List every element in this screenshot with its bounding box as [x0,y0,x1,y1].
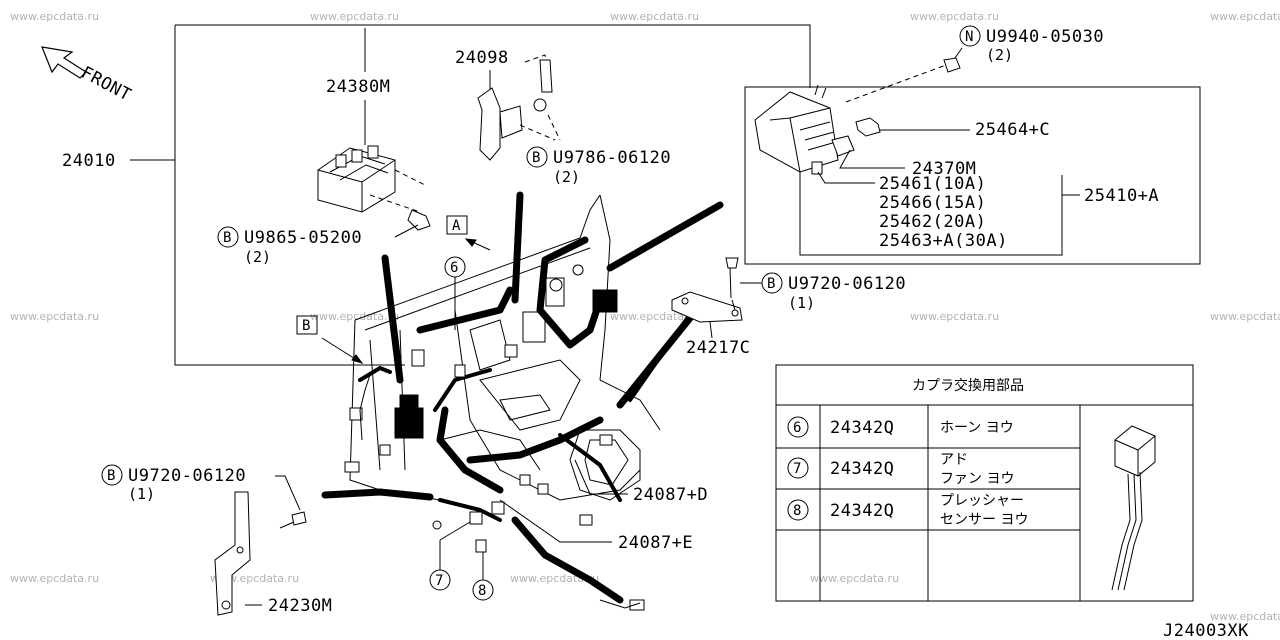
row-description-line2: ファン ヨウ [940,471,1014,487]
harness-assembly-frame: 24010 [62,24,811,366]
view-marker-b: B [296,315,364,364]
table-title: カプラ交換用部品 [912,377,1024,394]
quantity-U9940: (2) [986,46,1013,64]
coupler-replacement-table: カプラ交換用部品 6 24342Q ホーン ヨウ 7 24342Q アド ファン… [775,364,1194,602]
watermark: www.epcdata.ru [10,310,99,323]
table-row: 7 24342Q アド ファン ヨウ [787,452,1014,487]
part-label-U9865-05200: U9865-05200 [244,228,362,248]
part-callout-24087D: 24087+D [574,459,708,505]
part-label-24217C: 24217C [686,338,750,358]
view-marker-a-label: A [452,218,461,234]
callout-6-label: 6 [450,260,458,276]
watermark: www.epcdata.ru [610,10,699,23]
watermark-layer: www.epcdata.ru www.epcdata.ru www.epcdat… [10,10,1280,623]
part-label-24010: 24010 [62,151,116,171]
row-number: 7 [793,461,801,477]
bolt-prefix: B [767,276,775,292]
part-label-24087D: 24087+D [633,485,708,505]
row-number: 6 [793,420,801,436]
harness-connectors [344,264,645,611]
coupler-illustration [1111,425,1156,591]
quantity-U9786: (2) [553,168,580,186]
table-row: 8 24342Q プレッシャー センサー ヨウ [787,493,1028,528]
row-part-number: 24342Q [830,418,894,438]
view-marker-a: A [446,215,491,251]
front-direction-arrow: FRONT [41,46,135,106]
watermark: www.epcdata.ru [610,310,699,323]
view-marker-b-label: B [302,318,310,334]
bolt-callout-U9720-left: B U9720-06120 (1) [101,464,307,529]
callout-6: 6 [444,256,466,330]
bolt-callout-U9720-right: B U9720-06120 (1) [725,257,906,312]
nut-callout-U9940: N U9940-05030 (2) [959,25,1104,64]
part-label-25410A: 25410+A [1084,186,1159,206]
part-label-25462-20A: 25462(20A) [879,212,986,232]
watermark: www.epcdata.ru [910,310,999,323]
row-description: プレッシャー [940,493,1024,509]
row-part-number: 24342Q [830,501,894,521]
row-description: アド [940,452,968,468]
part-label-24087E: 24087+E [618,533,693,553]
quantity-U9865: (2) [244,248,271,266]
part-label-24380M: 24380M [326,77,390,97]
watermark: www.epcdata.ru [810,572,899,585]
watermark: www.epcdata.ru [1210,310,1280,323]
part-label-25461-10A: 25461(10A) [879,174,986,194]
row-part-number: 24342Q [830,459,894,479]
watermark: www.epcdata.ru [310,310,399,323]
bolt-prefix: B [223,230,231,246]
part-label-25464C: 25464+C [975,120,1050,140]
quantity-U9720-left: (1) [128,485,155,503]
part-label-U9786-06120: U9786-06120 [553,148,671,168]
bracket-24098: 24098 [455,48,561,161]
front-label: FRONT [78,63,135,106]
nut-prefix: N [965,29,973,45]
bracket-24230M: 24230M [214,491,332,616]
relay-bracket-24380M: 24380M [317,28,431,231]
part-label-25463A-30A: 25463+A(30A) [879,231,1008,251]
part-callout-24087E: 24087+E [499,499,693,553]
callout-8: 8 [472,552,494,601]
watermark: www.epcdata.ru [10,572,99,585]
row-description-line2: センサー ヨウ [940,512,1028,528]
part-label-U9940-05030: U9940-05030 [986,27,1104,47]
part-label-U9720-06120-left: U9720-06120 [128,466,246,486]
watermark: www.epcdata.ru [910,10,999,23]
bracket-24217C: 24217C [671,291,750,358]
part-label-24230M: 24230M [268,596,332,616]
watermark: www.epcdata.ru [10,10,99,23]
row-number: 8 [793,503,801,519]
bolt-callout-U9786: B U9786-06120 (2) [526,146,671,186]
row-description: ホーン ヨウ [940,420,1014,436]
watermark: www.epcdata.ru [1210,610,1280,623]
callout-8-label: 8 [478,583,486,599]
fuse-block-assembly: 24370M 25464+C 25461(10A) 25466(15A) 254… [744,47,1201,265]
quantity-U9720-right: (1) [788,294,815,312]
watermark: www.epcdata.ru [1210,10,1280,23]
part-label-24098: 24098 [455,48,509,68]
callout-7-label: 7 [435,573,443,589]
bolt-callout-U9865: B U9865-05200 (2) [217,224,419,266]
callout-7: 7 [429,521,471,591]
table-row: 6 24342Q ホーン ヨウ [787,416,1014,438]
bolt-prefix: B [532,150,540,166]
drawing-code: J24003XK [1163,621,1249,640]
part-label-24370M: 24370M [912,159,976,179]
part-label-U9720-06120-right: U9720-06120 [788,274,906,294]
bolt-prefix: B [107,468,115,484]
harness-wires [321,191,724,604]
part-label-25466-15A: 25466(15A) [879,193,986,213]
watermark: www.epcdata.ru [310,10,399,23]
